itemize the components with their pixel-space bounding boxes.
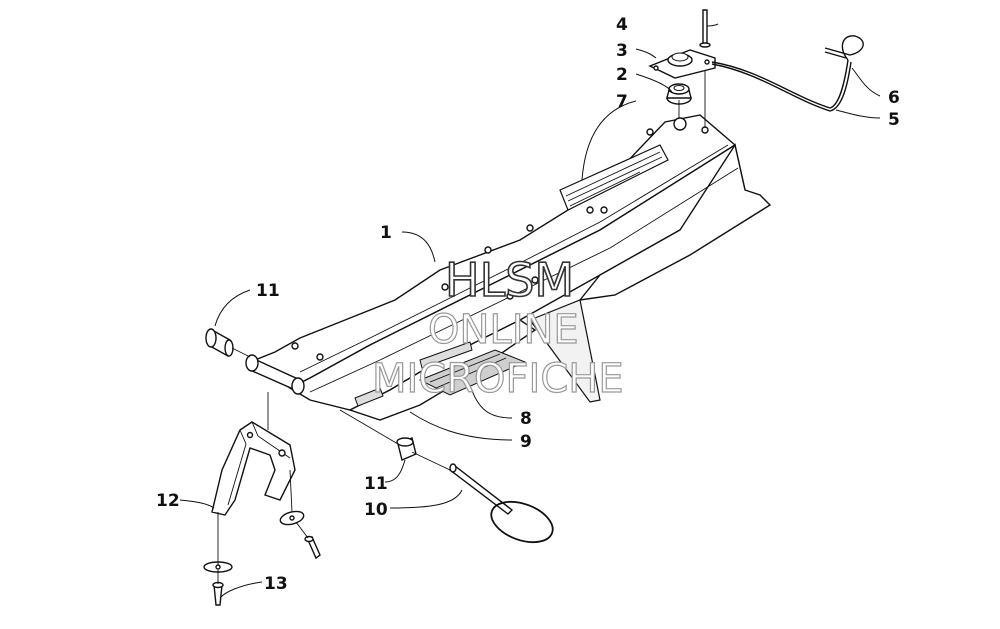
decal-9: [354, 341, 473, 407]
callout-3: 3: [616, 41, 628, 61]
callout-12: 12: [156, 491, 180, 511]
watermark: HLSM ONLINE MICROFICHE: [371, 252, 624, 402]
bushing-11-right: [396, 437, 417, 461]
lock-plate-3: [648, 49, 716, 79]
callout-10: 10: [364, 500, 388, 520]
watermark-line3: MICROFICHE: [372, 356, 624, 402]
assembly-lines: [217, 70, 706, 584]
storage-box: [248, 114, 772, 421]
leader-lines: [179, 23, 881, 599]
callout-8: 8: [520, 409, 532, 429]
watermark-line2: ONLINE: [428, 307, 579, 353]
decal-7: [559, 144, 669, 211]
rivet-lower: [212, 581, 224, 606]
mounting-holes: [291, 117, 709, 361]
bushing-11-left: [205, 328, 234, 358]
grommet-2: [666, 83, 692, 105]
callout-1: 1: [380, 223, 392, 243]
washer-upper: [279, 510, 305, 526]
callout-5: 5: [888, 110, 900, 130]
callout-7: 7: [616, 92, 628, 112]
lanyard-5: [711, 59, 852, 112]
bracket-12: [211, 421, 296, 516]
pin-4: [699, 9, 711, 48]
hair-clip-6: [824, 35, 864, 61]
rivet-upper: [304, 535, 321, 560]
callout-11-upper: 11: [256, 281, 280, 301]
pull-pin-10: [448, 463, 554, 544]
decal-8: [418, 349, 527, 396]
callout-6: 6: [888, 88, 900, 108]
callout-9: 9: [520, 432, 532, 452]
callout-11-lower: 11: [364, 474, 388, 494]
callout-4: 4: [616, 15, 628, 35]
callout-2: 2: [616, 65, 628, 85]
watermark-line1: HLSM: [445, 253, 574, 307]
callout-13: 13: [264, 574, 288, 594]
callout-labels: 1 2 3 4 5 6 7 8 9 10 11 11 12 13: [156, 15, 900, 594]
hinge-tube: [245, 354, 305, 395]
